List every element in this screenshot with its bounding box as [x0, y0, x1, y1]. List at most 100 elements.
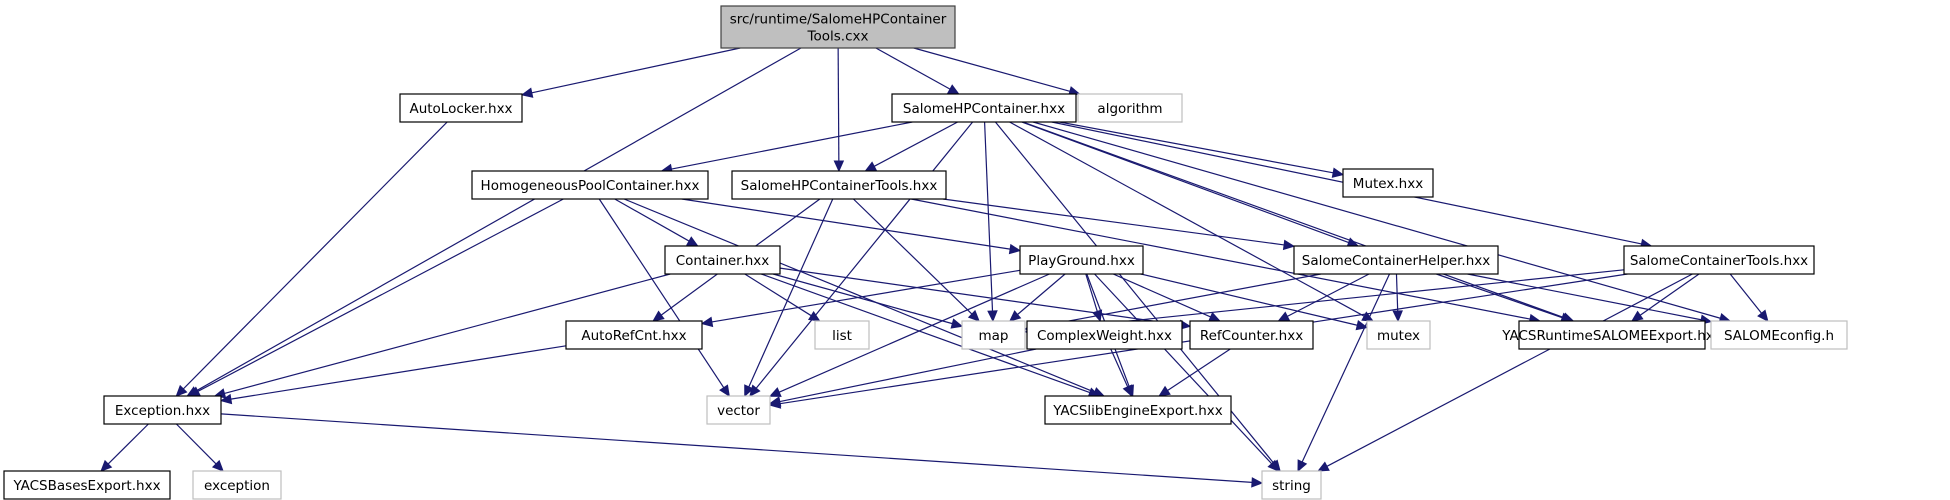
edges-layer	[100, 47, 1769, 488]
edge-homogeneous-to-container	[614, 198, 690, 242]
arrowhead-icon	[947, 84, 960, 95]
arrowhead-icon	[987, 310, 998, 323]
node-label: PlayGround.hxx	[1028, 253, 1135, 269]
edge-exception_hxx-to-string	[220, 413, 1253, 483]
node-box	[1366, 320, 1431, 350]
node-exception[interactable]: exception	[192, 470, 282, 500]
node-label: list	[832, 328, 852, 344]
node-box	[1293, 245, 1499, 275]
node-box	[192, 470, 282, 500]
node-container[interactable]: Container.hxx	[664, 245, 781, 275]
node-box	[399, 93, 523, 123]
node-vector[interactable]: vector	[706, 395, 771, 425]
edge-main-to-autolocker	[531, 47, 741, 94]
edge-exception_hxx-to-exception	[175, 423, 217, 465]
edge-exception_hxx-to-basesexport	[107, 423, 149, 465]
node-box	[1026, 320, 1183, 350]
edge-autolocker-to-exception_hxx	[182, 121, 448, 390]
node-label: YACSlibEngineExport.hxx	[1052, 403, 1223, 419]
node-label: mutex	[1377, 328, 1420, 344]
arrowhead-icon	[1008, 310, 1022, 322]
edge-main-to-algorithm	[913, 47, 1071, 92]
node-hptools[interactable]: SalomeHPContainerTools.hxx	[731, 170, 947, 200]
node-box	[1189, 320, 1314, 350]
node-label: algorithm	[1097, 101, 1162, 117]
arrowhead-icon	[950, 318, 964, 329]
node-box	[1019, 245, 1144, 275]
edge-playground-to-vector	[778, 273, 1050, 393]
node-runtimeexport[interactable]: YACSRuntimeSALOMEExport.hxx	[1501, 320, 1722, 350]
edge-ctools-to-salomeconfig	[1729, 273, 1763, 314]
node-label: Container.hxx	[676, 253, 770, 269]
arrowhead-icon	[768, 387, 782, 397]
arrowhead-icon	[1630, 310, 1644, 322]
edge-homogeneous-to-playground	[681, 198, 1011, 250]
edge-helper-to-string	[1301, 273, 1391, 463]
edge-homogeneous-to-engineexport	[623, 198, 1095, 393]
arrowhead-icon	[744, 384, 754, 398]
node-algorithm[interactable]: algorithm	[1077, 93, 1183, 123]
node-box	[1261, 470, 1322, 500]
edge-ctools-to-runtimeexport	[1639, 273, 1700, 316]
edge-playground-to-refcounter	[1112, 273, 1211, 318]
node-homogeneous[interactable]: HomogeneousPoolContainer.hxx	[471, 170, 709, 200]
edge-main-to-exception_hxx	[195, 47, 802, 392]
node-mutexhxx[interactable]: Mutex.hxx	[1342, 168, 1434, 198]
node-label: ComplexWeight.hxx	[1037, 328, 1172, 344]
node-box	[814, 320, 870, 350]
arrowhead-icon	[211, 459, 224, 472]
arrowhead-icon	[1317, 461, 1330, 472]
node-complexweight[interactable]: ComplexWeight.hxx	[1026, 320, 1183, 350]
edge-autorefcnt-to-exception_hxx	[230, 345, 567, 400]
node-box	[961, 320, 1026, 350]
node-engineexport[interactable]: YACSlibEngineExport.hxx	[1044, 395, 1232, 425]
node-autolocker[interactable]: AutoLocker.hxx	[399, 93, 523, 123]
node-main[interactable]: src/runtime/SalomeHPContainerTools.cxx	[720, 5, 956, 49]
node-box	[1077, 93, 1183, 123]
arrowhead-icon	[652, 310, 665, 322]
edge-salomehpcontainer-to-hptools	[873, 121, 958, 167]
edge-playground-to-string	[1094, 273, 1273, 465]
node-map[interactable]: map	[961, 320, 1026, 350]
node-string[interactable]: string	[1261, 470, 1322, 500]
node-box	[471, 170, 709, 200]
node-salomeconfig[interactable]: SALOMEconfig.h	[1710, 320, 1848, 350]
edge-playground-to-map	[1017, 273, 1066, 315]
edge-container-to-engineexport	[761, 273, 1091, 394]
edge-hptools-to-map	[853, 198, 973, 315]
edge-helper-to-map	[1034, 273, 1321, 328]
node-mutex[interactable]: mutex	[1366, 320, 1431, 350]
edge-helper-to-refcounter	[1287, 273, 1370, 317]
node-label: map	[979, 328, 1009, 344]
node-label: SalomeHPContainerTools.hxx	[741, 178, 938, 194]
node-salomehpcontainer[interactable]: SalomeHPContainer.hxx	[891, 93, 1077, 123]
node-label: SalomeContainerHelper.hxx	[1302, 253, 1491, 269]
node-helper[interactable]: SalomeContainerHelper.hxx	[1293, 245, 1499, 275]
node-box	[664, 245, 781, 275]
arrowhead-icon	[219, 393, 233, 405]
node-list[interactable]: list	[814, 320, 870, 350]
node-label: YACSBasesExport.hxx	[12, 478, 160, 494]
node-label: AutoLocker.hxx	[409, 101, 512, 117]
node-box	[1623, 245, 1815, 275]
node-basesexport[interactable]: YACSBasesExport.hxx	[3, 470, 171, 500]
node-ctools[interactable]: SalomeContainerTools.hxx	[1623, 245, 1815, 275]
edge-salomehpcontainer-to-runtimeexport	[1022, 121, 1565, 319]
arrowhead-icon	[520, 87, 534, 98]
edge-ctools-to-string	[1326, 273, 1693, 467]
node-playground[interactable]: PlayGround.hxx	[1019, 245, 1144, 275]
arrowhead-icon	[1267, 459, 1280, 472]
node-refcounter[interactable]: RefCounter.hxx	[1189, 320, 1314, 350]
arrowhead-icon	[100, 459, 113, 472]
node-label: Tools.cxx	[807, 29, 869, 45]
node-label: Exception.hxx	[115, 403, 210, 419]
edge-salomehpcontainer-to-salomeconfig	[1032, 121, 1721, 319]
edge-complexweight-to-vector	[779, 348, 1037, 403]
node-label: src/runtime/SalomeHPContainer	[730, 12, 947, 28]
node-box	[103, 395, 222, 425]
edge-playground-to-autorefcnt	[711, 269, 1021, 323]
node-label: SalomeHPContainer.hxx	[903, 101, 1065, 117]
arrowhead-icon	[967, 309, 980, 322]
node-autorefcnt[interactable]: AutoRefCnt.hxx	[565, 320, 703, 350]
node-exception_hxx[interactable]: Exception.hxx	[103, 395, 222, 425]
